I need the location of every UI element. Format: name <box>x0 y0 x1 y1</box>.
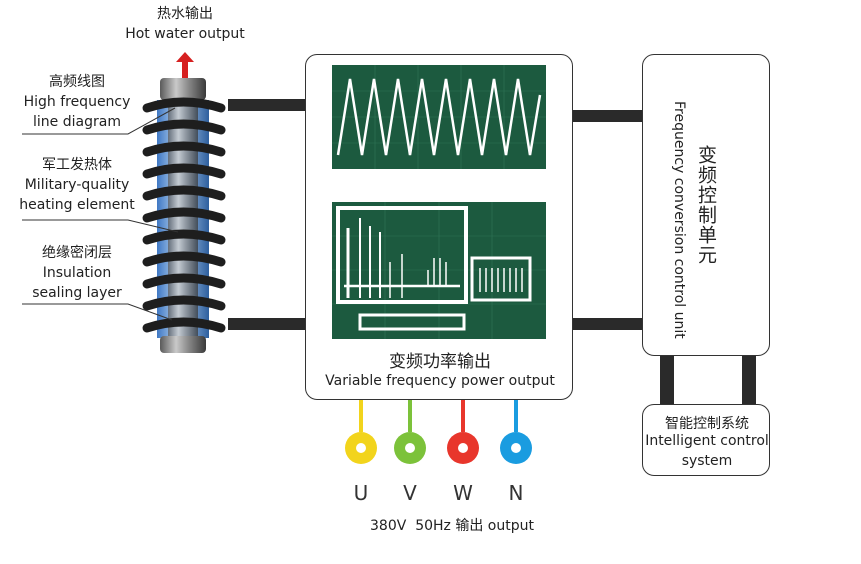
phase-terminals <box>345 400 532 464</box>
power-output-box: 变频功率输出 Variable frequency power output <box>305 54 573 400</box>
coil-label-insulation: 绝缘密闭层 Insulation sealing layer <box>18 243 136 303</box>
control-unit-title-cn: 变频控制单元 <box>695 145 717 265</box>
power-output-title-cn: 变频功率输出 <box>389 352 491 372</box>
intelligent-control-box: 智能控制系统 Intelligent control system <box>642 404 770 476</box>
coil-label-0-cn: 高频线图 <box>49 74 105 90</box>
coil-label-1-cn: 军工发热体 <box>42 157 112 173</box>
control-unit-box: 变频控制单元 Frequency conversion control unit <box>642 54 770 356</box>
system-left-connector <box>660 356 674 404</box>
coil-label-1-en1: Military-quality <box>24 177 130 193</box>
coil-label-heating-element: 军工发热体 Military-quality heating element <box>18 155 136 215</box>
coil-top-connector <box>228 99 306 111</box>
spectrum-screen <box>332 202 546 339</box>
coil-label-0-en2: line diagram <box>33 114 121 130</box>
coil-label-0-en1: High frequency <box>23 94 131 110</box>
phase-v-label: V <box>403 481 417 505</box>
coil-label-1-en2: heating element <box>19 197 135 213</box>
induction-coil <box>142 78 226 353</box>
unit-top-connector <box>572 110 644 122</box>
coil-label-2-en1: Insulation <box>42 265 112 281</box>
intelligent-title-cn: 智能控制系统 <box>665 416 749 432</box>
coil-label-high-frequency: 高频线图 High frequency line diagram <box>18 72 136 132</box>
coil-label-2-cn: 绝缘密闭层 <box>42 245 112 261</box>
coil-label-2-en2: sealing layer <box>32 285 122 301</box>
supply-label: 380V 50Hz 输出 output <box>370 518 534 534</box>
hot-water-label: 热水输出 Hot water output <box>110 4 260 44</box>
hot-water-label-en: Hot water output <box>125 26 245 42</box>
phase-n-label: N <box>508 481 524 505</box>
hot-water-label-cn: 热水输出 <box>157 6 213 22</box>
intelligent-title-en2: system <box>681 453 733 469</box>
hot-water-arrow-icon <box>176 52 194 82</box>
system-right-connector <box>742 356 756 404</box>
phase-u-label: U <box>353 481 369 505</box>
waveform-screen <box>332 65 546 169</box>
control-unit-title-en: Frequency conversion control unit <box>671 101 687 339</box>
power-output-title-en: Variable frequency power output <box>325 373 555 389</box>
intelligent-title-en1: Intelligent control <box>645 433 769 449</box>
unit-bottom-connector <box>572 318 644 330</box>
phase-w-label: W <box>453 481 473 505</box>
coil-bottom-connector <box>228 318 306 330</box>
